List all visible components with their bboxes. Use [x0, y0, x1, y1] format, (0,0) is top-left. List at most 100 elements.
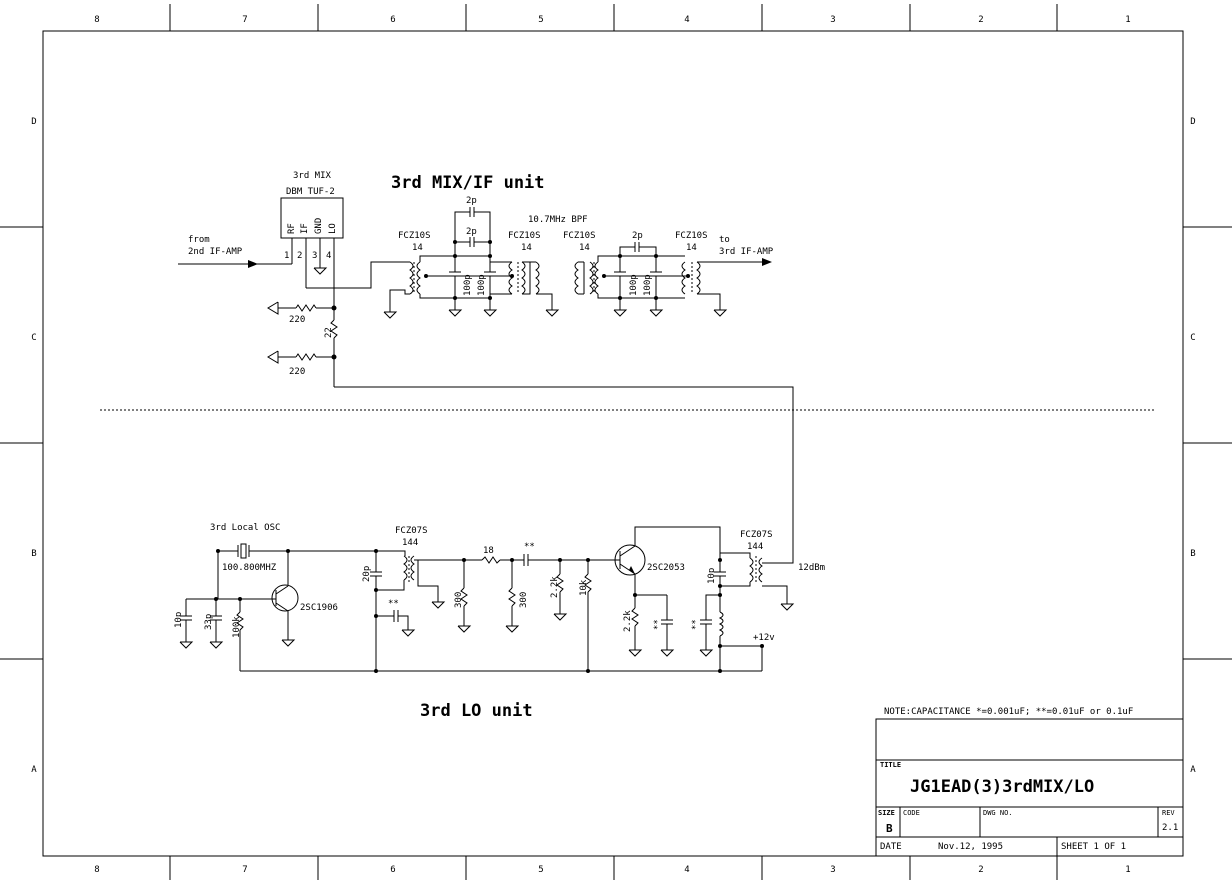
coil-turns: 14	[412, 243, 423, 253]
output-dest-label: 3rd IF-AMP	[719, 247, 774, 257]
mixer-dbm: 3rd MIX DBM TUF-2 RF IF GND LO 1 2 3 4	[280, 171, 344, 261]
cap-label: **	[524, 542, 535, 552]
size-label: SIZE	[878, 809, 895, 817]
col-label-top: 8	[94, 15, 99, 25]
cap-label: 10p	[174, 612, 184, 628]
row-label-right: C	[1190, 333, 1195, 343]
col-label-bottom: 8	[94, 865, 99, 875]
if-coil-1	[389, 261, 421, 312]
lo-level-label: 12dBm	[798, 563, 825, 573]
row-label-right: A	[1190, 765, 1196, 775]
input-from-label: from	[188, 235, 210, 245]
coil-name: FCZ07S	[740, 530, 773, 540]
cap-label: 2p	[466, 196, 477, 206]
resistor-label: 220	[289, 367, 305, 377]
coil-name: FCZ10S	[508, 231, 541, 241]
svg-text:RF: RF	[287, 223, 297, 234]
drawing-frame	[42, 30, 1184, 857]
coil-turns: 14	[579, 243, 590, 253]
cap-label: 100p	[629, 274, 639, 296]
lo-unit-heading: 3rd LO unit	[420, 701, 533, 721]
capacitance-note: NOTE:CAPACITANCE *=0.001uF; **=0.01uF or…	[884, 707, 1133, 717]
rev-label: REV	[1162, 809, 1175, 817]
coil-turns: 14	[521, 243, 532, 253]
coil-name: FCZ10S	[398, 231, 431, 241]
supply-label: +12v	[753, 633, 775, 643]
svg-text:3rd MIX: 3rd MIX	[293, 171, 332, 181]
svg-text:4: 4	[326, 251, 331, 261]
col-label-bottom: 7	[242, 865, 247, 875]
cap-label: **	[388, 599, 399, 609]
cap-label: 10p	[707, 568, 717, 584]
col-label-bottom: 5	[538, 865, 543, 875]
coil-turns: 144	[747, 542, 763, 552]
row-label-left: B	[31, 549, 36, 559]
resistor-label: 100k	[232, 616, 242, 638]
col-label-top: 1	[1125, 15, 1130, 25]
svg-text:1: 1	[284, 251, 289, 261]
title-label: TITLE	[880, 761, 901, 769]
row-label-right: D	[1190, 117, 1195, 127]
cap-label: 2p	[632, 231, 643, 241]
row-label-left: D	[31, 117, 36, 127]
date-value: Nov.12, 1995	[938, 842, 1003, 852]
resistor-label: 10k	[579, 579, 589, 596]
col-label-top: 2	[978, 15, 983, 25]
row-label-right: B	[1190, 549, 1195, 559]
coil-name: FCZ10S	[563, 231, 596, 241]
osc-label: 3rd Local OSC	[210, 523, 280, 533]
bpf-label: 10.7MHz BPF	[528, 215, 588, 225]
col-label-bottom: 6	[390, 865, 395, 875]
code-label: CODE	[903, 809, 920, 817]
cap-label: **	[653, 619, 663, 630]
svg-text:DBM TUF-2: DBM TUF-2	[286, 187, 335, 197]
svg-text:IF: IF	[300, 223, 310, 234]
coil-name: FCZ07S	[395, 526, 428, 536]
dwg-label: DWG NO.	[983, 809, 1013, 817]
row-label-left: C	[31, 333, 36, 343]
col-label-bottom: 4	[684, 865, 689, 875]
row-label-left: A	[31, 765, 37, 775]
svg-text:LO: LO	[328, 223, 338, 234]
cap-label: 100p	[463, 274, 473, 296]
col-label-top: 7	[242, 15, 247, 25]
col-label-bottom: 3	[830, 865, 835, 875]
input-source-label: 2nd IF-AMP	[188, 247, 243, 257]
col-label-top: 4	[684, 15, 689, 25]
col-label-bottom: 2	[978, 865, 983, 875]
transistor-label: 2SC2053	[647, 563, 685, 573]
mix-unit-heading: 3rd MIX/IF unit	[391, 173, 545, 193]
svg-text:2: 2	[297, 251, 302, 261]
resistor-label: 2.2k	[623, 610, 633, 632]
transistor-label: 2SC1906	[300, 603, 338, 613]
size-value: B	[886, 822, 893, 835]
resistor-label: 300	[454, 592, 464, 608]
output-to-label: to	[719, 235, 730, 245]
cap-label: 100p	[477, 274, 487, 296]
rev-value: 2.1	[1162, 823, 1178, 833]
resistor-label: 18	[483, 546, 494, 556]
resistor-label: 300	[519, 592, 529, 608]
date-label: DATE	[880, 842, 902, 852]
cap-label: 20p	[362, 566, 372, 582]
coil-name: FCZ10S	[675, 231, 708, 241]
cap-label: 2p	[466, 227, 477, 237]
coil-turns: 14	[686, 243, 697, 253]
col-label-top: 5	[538, 15, 543, 25]
cap-label: **	[691, 619, 701, 630]
drawing-title: JG1EAD(3)3rdMIX/LO	[910, 777, 1094, 797]
resistor-label: 2.2k	[550, 576, 560, 598]
coil-turns: 144	[402, 538, 418, 548]
title-block: NOTE:CAPACITANCE *=0.001uF; **=0.01uF or…	[875, 707, 1184, 857]
crystal-label: 100.800MHZ	[222, 563, 277, 573]
svg-text:GND: GND	[314, 218, 324, 234]
col-label-bottom: 1	[1125, 865, 1130, 875]
svg-text:3: 3	[312, 251, 317, 261]
resistor-label: 220	[289, 315, 305, 325]
col-label-top: 3	[830, 15, 835, 25]
resistor-label: 22	[324, 327, 334, 338]
sheet-number: SHEET 1 OF 1	[1061, 842, 1126, 852]
col-label-top: 6	[390, 15, 395, 25]
cap-label: 100p	[643, 274, 653, 296]
